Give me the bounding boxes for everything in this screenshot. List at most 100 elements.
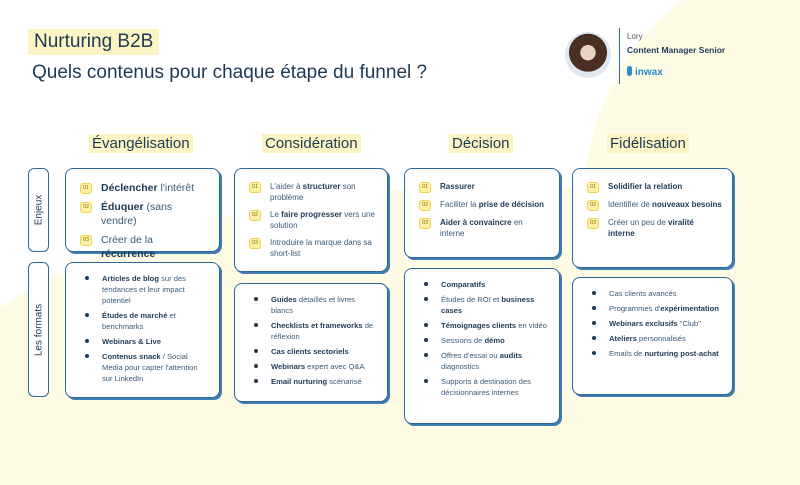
format-item: Comparatifs bbox=[419, 279, 549, 290]
text-segment: Cas clients sectoriels bbox=[271, 347, 349, 356]
format-item: Guides détaillés et livres blancs bbox=[249, 294, 377, 316]
avatar bbox=[565, 32, 611, 78]
enjeux-text: Créer de la récurrence bbox=[101, 233, 209, 261]
format-item: Témoignages clients en vidéo bbox=[419, 320, 549, 331]
format-item: Études de ROI et business cases bbox=[419, 294, 549, 316]
enjeux-item: 01 Solidifier la relation bbox=[587, 181, 722, 193]
formats-list: Articles de blog sur des tendances et le… bbox=[80, 273, 209, 384]
text-segment: Webinars exclusifs bbox=[609, 319, 678, 328]
text-segment: "Club" bbox=[677, 319, 701, 328]
text-segment: (sans vendre) bbox=[101, 201, 173, 227]
row-label-enjeux: Enjeux bbox=[28, 168, 49, 252]
text-segment: personnalisés bbox=[636, 334, 686, 343]
enjeux-text: Créer un peu de viralité interne bbox=[608, 217, 722, 239]
divider bbox=[619, 28, 620, 84]
text-segment: Webinars & Live bbox=[102, 337, 161, 346]
number-badge: 01 bbox=[587, 182, 599, 193]
text-segment: nurturing post-achat bbox=[644, 349, 719, 358]
stage-header: Décision bbox=[449, 134, 513, 153]
number-badge: 03 bbox=[419, 218, 431, 229]
text-segment: Programmes d' bbox=[609, 304, 661, 313]
row-label-formats: Les formats bbox=[28, 262, 49, 397]
format-item: Checklists et frameworks de réflexion bbox=[249, 320, 377, 342]
enjeux-text: Introduire la marque dans sa short-list bbox=[270, 237, 377, 259]
text-segment: faire progresser bbox=[281, 210, 343, 219]
company-logo: inwax bbox=[627, 66, 663, 78]
text-segment: expérimentation bbox=[660, 304, 719, 313]
stage-header: Fidélisation bbox=[607, 134, 689, 153]
text-segment: en interne bbox=[440, 218, 523, 238]
text-segment: Comparatifs bbox=[441, 280, 486, 289]
text-segment: scénarisé bbox=[327, 377, 362, 386]
text-segment: et benchmarks bbox=[102, 311, 176, 331]
number-badge: 02 bbox=[249, 210, 261, 221]
page-subtitle: Quels contenus pour chaque étape du funn… bbox=[32, 62, 428, 83]
text-segment: Emails de bbox=[609, 349, 645, 358]
number-badge: 03 bbox=[587, 218, 599, 229]
text-segment: Rassurer bbox=[440, 182, 475, 191]
enjeux-text: Le faire progresser vers une solution bbox=[270, 209, 377, 231]
enjeux-text: Éduquer (sans vendre) bbox=[101, 200, 209, 228]
enjeux-item: 02 Éduquer (sans vendre) bbox=[80, 200, 209, 228]
logo-icon bbox=[627, 66, 632, 76]
format-item: Webinars expert avec Q&A bbox=[249, 361, 377, 372]
row-label-text: Les formats bbox=[33, 303, 44, 356]
format-item: Cas clients sectoriels bbox=[249, 346, 377, 357]
text-segment: Études de marché bbox=[102, 311, 168, 320]
format-item: Webinars & Live bbox=[80, 336, 209, 347]
enjeux-text: Faciliter la prise de décision bbox=[440, 199, 544, 210]
row-label-text: Enjeux bbox=[33, 194, 44, 226]
text-segment: démo bbox=[484, 336, 505, 345]
text-segment: Articles de blog bbox=[102, 274, 159, 283]
text-segment: Faciliter la bbox=[440, 200, 479, 209]
text-segment: Webinars bbox=[271, 362, 306, 371]
enjeux-item: 03 Créer un peu de viralité interne bbox=[587, 217, 722, 239]
text-segment: Contenus snack bbox=[102, 352, 161, 361]
text-segment: Éduquer bbox=[101, 201, 144, 213]
logo-text: inwax bbox=[635, 67, 663, 78]
text-segment: son problème bbox=[270, 182, 356, 202]
enjeux-text: Solidifier la relation bbox=[608, 181, 682, 192]
number-badge: 02 bbox=[80, 202, 92, 213]
format-item: Cas clients avancés bbox=[587, 288, 722, 299]
text-segment: de réflexion bbox=[271, 321, 374, 341]
author-role: Content Manager Senior bbox=[627, 45, 726, 55]
enjeux-text: Identifier de nouveaux besoins bbox=[608, 199, 722, 210]
text-segment: Ateliers bbox=[609, 334, 637, 343]
text-segment: vers une solution bbox=[270, 210, 375, 230]
text-segment: Cas clients avancés bbox=[609, 289, 677, 298]
text-segment: récurrence bbox=[101, 248, 156, 260]
format-item: Email nurturing scénarisé bbox=[249, 376, 377, 387]
format-item: Supports à destination des décisionnaire… bbox=[419, 376, 549, 398]
text-segment: / Social Media pour capter l'attention s… bbox=[102, 352, 198, 383]
format-item: Ateliers personnalisés bbox=[587, 333, 722, 344]
format-item: Sessions de démo bbox=[419, 335, 549, 346]
text-segment: nouveaux besoins bbox=[652, 200, 722, 209]
text-segment: diagnostics bbox=[441, 362, 479, 371]
enjeux-text: Rassurer bbox=[440, 181, 475, 192]
text-segment: Créer un peu de bbox=[608, 218, 669, 227]
text-segment: Créer de la bbox=[101, 234, 153, 246]
text-segment: Solidifier la relation bbox=[608, 182, 683, 191]
text-segment: sur des tendances et leur impact potenti… bbox=[102, 274, 186, 305]
text-segment: structurer bbox=[302, 182, 341, 191]
text-segment: Supports à destination des décisionnaire… bbox=[441, 377, 531, 397]
number-badge: 03 bbox=[80, 235, 92, 246]
